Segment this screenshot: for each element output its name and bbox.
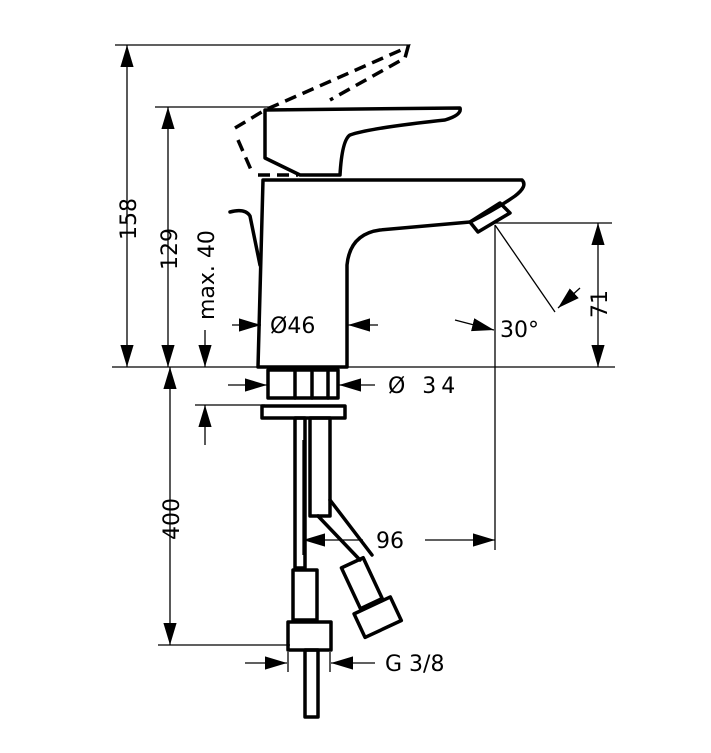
dim-spout-angle: 30° [500,318,539,343]
dim-lever-height: 129 [158,228,183,270]
hose-fitting-left [291,568,319,622]
dim-hose-length: 400 [160,498,185,540]
dimension-arrows [120,45,605,670]
lever-handle [234,43,462,177]
dim-spout-height: 71 [588,290,613,318]
nut-left [286,620,333,652]
mounting-shank [260,368,404,719]
nut-right [352,595,404,640]
aerator [468,201,512,234]
dim-projection: 96 [376,529,404,554]
extension-lines [112,44,615,672]
dim-max-deck: max. 40 [195,230,220,320]
pipe-tail [303,648,320,719]
dim-shank-diameter: Ø 34 [388,374,460,399]
dim-connection-thread: G 3/8 [385,652,444,677]
faucet-body [228,178,526,369]
dim-total-height: 158 [117,198,142,240]
dim-body-diameter: Ø46 [270,314,315,339]
hose-fitting-right [339,555,384,611]
